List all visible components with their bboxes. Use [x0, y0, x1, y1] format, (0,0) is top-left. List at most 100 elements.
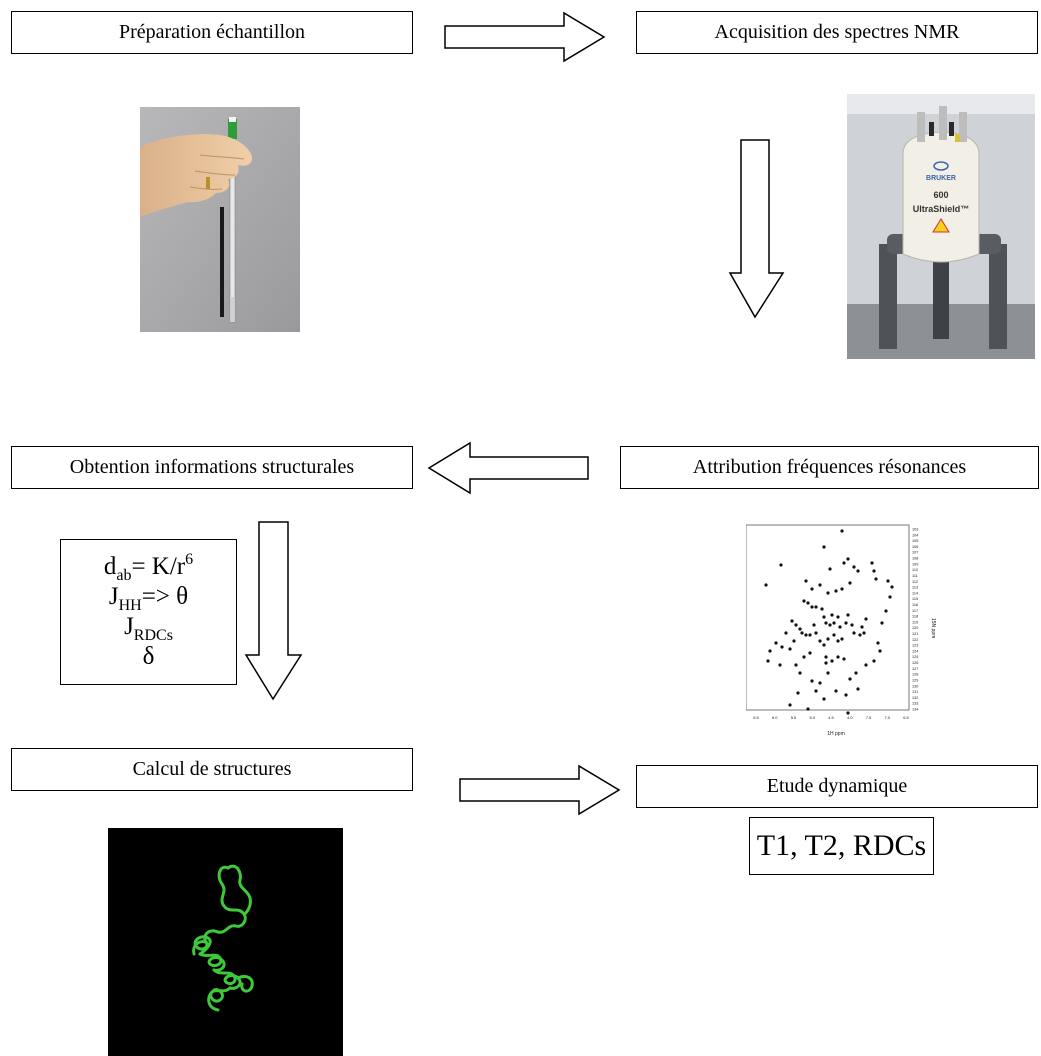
- relaxation-parameters-label: T1, T2, RDCs: [756, 829, 927, 862]
- spectrum-y-tick: 109: [912, 562, 918, 566]
- spectrum-y-tick: 116: [912, 603, 918, 607]
- nmr-parameters-formula: dab= K/r6 JHH=> θ JRDCs δ: [60, 539, 237, 685]
- spectrum-peak: [858, 633, 862, 637]
- spectrum-peak: [834, 689, 838, 693]
- spectrum-y-tick: 125: [912, 655, 918, 659]
- spectrum-peak: [846, 711, 850, 715]
- spectrum-y-tick: 112: [912, 580, 918, 584]
- spectrum-peak: [856, 569, 860, 573]
- spectrum-peak: [846, 613, 850, 617]
- spectrum-peak: [838, 625, 842, 629]
- box-nmr-acquisition-label: Acquisition des spectres NMR: [714, 21, 960, 43]
- spectrum-peak: [822, 697, 826, 701]
- spectrum-peak: [818, 583, 822, 587]
- box-resonance-assignment: Attribution fréquences résonances: [620, 446, 1039, 489]
- spectrum-peak: [768, 649, 772, 653]
- spectrum-y-tick: 120: [912, 626, 918, 630]
- spectrum-y-tick: 106: [912, 545, 918, 549]
- box-resonance-assignment-label: Attribution fréquences résonances: [692, 456, 967, 478]
- spectrum-peak: [794, 663, 798, 667]
- spectrum-peak: [842, 561, 846, 565]
- relaxation-parameters-box: T1, T2, RDCs: [749, 817, 934, 875]
- spectrum-y-tick: 130: [912, 684, 918, 688]
- spectrum-peak: [872, 569, 876, 573]
- spectrum-y-tick: 129: [912, 678, 918, 682]
- spectrum-peak: [778, 663, 782, 667]
- magnet-brand-label: BRUKER: [926, 175, 956, 182]
- nmr-spectrometer-photo: BRUKER 600 UltraShield™: [847, 94, 1035, 359]
- spectrum-peak: [824, 621, 828, 625]
- spectrum-peak: [808, 633, 812, 637]
- spectrum-y-tick: 115: [912, 597, 918, 601]
- spectrum-peak: [842, 657, 846, 661]
- spectrum-peak: [802, 655, 806, 659]
- arrow-right-icon: [444, 11, 606, 63]
- spectrum-peak: [822, 545, 826, 549]
- spectrum-y-tick: 123: [912, 644, 918, 648]
- spectrum-peak: [779, 563, 783, 567]
- arrow-right-icon: [459, 764, 621, 816]
- spectrum-peak: [836, 655, 840, 659]
- spectrum-peak: [826, 671, 830, 675]
- spectrum-y-tick: 113: [912, 586, 918, 590]
- spectrum-y-tick: 124: [912, 649, 918, 653]
- spectrum-x-tick: 7.5: [866, 715, 872, 720]
- spectrum-y-tick: 107: [912, 551, 918, 555]
- spectrum-peak: [806, 601, 810, 605]
- spectrum-x-tick: 5.5: [791, 715, 797, 720]
- spectrum-peak: [836, 615, 840, 619]
- spectrum-peak: [844, 693, 848, 697]
- formula-distance: dab= K/r6: [103, 551, 194, 584]
- spectrum-peak: [804, 633, 808, 637]
- spectrum-y-tick: 105: [912, 539, 918, 543]
- spectrum-peak: [844, 621, 848, 625]
- spectrum-peak: [854, 671, 858, 675]
- spectrum-peak: [820, 607, 824, 611]
- spectrum-peak: [814, 631, 818, 635]
- box-nmr-acquisition: Acquisition des spectres NMR: [636, 11, 1038, 54]
- spectrum-peak: [828, 623, 832, 627]
- spectrum-peak: [810, 587, 814, 591]
- spectrum-peak: [828, 567, 832, 571]
- arrow-down-icon: [728, 139, 785, 319]
- spectrum-peak: [850, 623, 854, 627]
- spectrum-peak: [872, 659, 876, 663]
- spectrum-y-tick: 103: [912, 528, 918, 532]
- spectrum-x-tick: 6.5: [753, 715, 759, 720]
- spectrum-x-tick: 6.5: [903, 715, 909, 720]
- spectrum-peak: [794, 623, 798, 627]
- spectrum-x-tick: 4.5: [828, 715, 834, 720]
- spectrum-peak: [788, 647, 792, 651]
- spectrum-peak: [822, 643, 826, 647]
- spectrum-y-tick: 126: [912, 661, 918, 665]
- spectrum-x-tick: 7.0: [884, 715, 890, 720]
- spectrum-y-tick: 108: [912, 557, 918, 561]
- spectrum-peak: [808, 651, 812, 655]
- spectrum-y-axis-label: 15N ppm: [930, 618, 936, 638]
- spectrum-peak: [840, 529, 844, 533]
- spectrum-peak: [790, 619, 794, 623]
- spectrum-x-axis-label: 1H ppm: [827, 731, 845, 737]
- spectrum-peak: [852, 565, 856, 569]
- spectrum-peak: [834, 589, 838, 593]
- spectrum-y-tick: 121: [912, 632, 918, 636]
- spectrum-peak: [800, 631, 804, 635]
- spectrum-peak: [880, 621, 884, 625]
- spectrum-peak: [764, 583, 768, 587]
- spectrum-peak: [832, 621, 836, 625]
- magnet-model-number: 600: [933, 190, 948, 200]
- spectrum-peak: [852, 631, 856, 635]
- spectrum-peak: [864, 663, 868, 667]
- spectrum-peak: [806, 707, 810, 711]
- spectrum-peak: [822, 615, 826, 619]
- spectrum-peak: [784, 631, 788, 635]
- spectrum-peak: [798, 671, 802, 675]
- formula-coupling: JHH=> θ: [108, 583, 189, 614]
- spectrum-y-tick: 133: [912, 702, 918, 706]
- magnet-model-name: UltraShield™: [913, 204, 970, 214]
- spectrum-peak: [830, 613, 834, 617]
- spectrum-y-tick: 104: [912, 533, 918, 537]
- formula-chemical-shift: δ: [142, 643, 155, 670]
- spectrum-peak: [792, 639, 796, 643]
